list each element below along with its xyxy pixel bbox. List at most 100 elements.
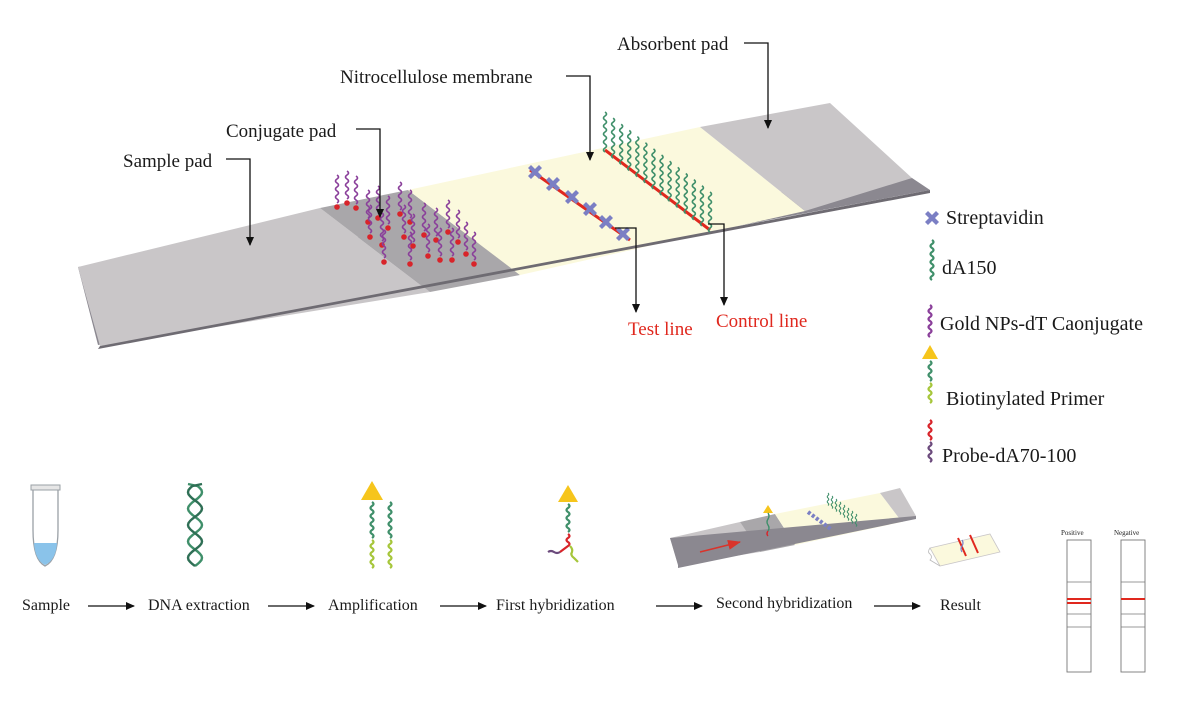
gold-conjugate-strand [433, 207, 439, 237]
da150-strand [610, 117, 616, 159]
step-result-label: Result [940, 597, 981, 614]
control-line-label: Control line [716, 311, 807, 332]
positive-strip: Positive [1061, 529, 1092, 673]
gold-conjugate-icon [927, 304, 933, 338]
gold-nanoparticle [407, 261, 413, 267]
gold-nanoparticle [367, 234, 373, 240]
mini-da150-strand [850, 510, 854, 524]
test-line-label: Test line [628, 319, 693, 340]
test-line [529, 168, 631, 242]
legend-da150: dA150 [929, 239, 996, 281]
sample-pad-pointer [226, 158, 254, 246]
mini-da150-strand [838, 501, 842, 515]
da150-strand [699, 185, 705, 227]
legend: Streptavidin dA150 Gold NPs-dT Caonjugat… [922, 207, 1143, 467]
sample-pad [78, 208, 430, 346]
streptavidin-marker [528, 165, 542, 179]
gold-conjugate-strand [437, 227, 443, 257]
primer-strand-tail-icon [927, 382, 933, 404]
gold-conjugate-strand [385, 195, 391, 225]
da150-strand [707, 191, 713, 233]
nitrocellulose-label: Nitrocellulose membrane [340, 67, 533, 88]
gold-nanoparticle [445, 229, 451, 235]
streptavidin-marker [616, 227, 630, 241]
strip-label-nitrocellulose: Nitrocellulose membrane [340, 67, 594, 161]
da150-strand [602, 111, 608, 153]
primer-strand-icon [927, 360, 933, 382]
step-dna-label: DNA extraction [148, 597, 250, 614]
gold-conjugate-strand [365, 189, 371, 219]
gold-nanoparticle [353, 205, 359, 211]
test-strip [78, 103, 930, 349]
gold-conjugate-strand [407, 189, 413, 219]
step-amplification-label: Amplification [328, 597, 418, 614]
gold-conjugate-strand [381, 229, 387, 259]
gold-conjugate-strand [407, 231, 413, 261]
da150-strand [635, 135, 640, 178]
first-hybridization-icon [547, 485, 579, 563]
gold-conjugate-strand [401, 204, 407, 234]
gold-nanoparticle [385, 225, 391, 231]
conjugate-pad-pointer [356, 128, 384, 218]
streptavidin-icon [925, 211, 939, 225]
gold-conjugate-strand [397, 181, 403, 211]
gold-nanoparticle [421, 232, 427, 238]
gold-conjugate-strand [410, 213, 416, 243]
gold-conjugate-strand [334, 174, 340, 204]
dna-strand [186, 482, 204, 567]
positive-label: Positive [1061, 529, 1084, 537]
dna-helix-icon [186, 482, 204, 567]
gold-nanoparticle [433, 237, 439, 243]
gold-nanoparticle [455, 239, 461, 245]
streptavidin-markers [528, 165, 630, 241]
gold-nanoparticle [344, 200, 350, 206]
gold-nanoparticle [463, 251, 469, 257]
da150-strand [659, 154, 664, 196]
da150-strand [683, 172, 689, 215]
da150-strand [667, 160, 672, 202]
legend-gold: Gold NPs-dT Caonjugate [927, 304, 1143, 338]
legend-streptavidin-label: Streptavidin [946, 207, 1044, 229]
mini-da150-strand [846, 507, 850, 521]
result-strip-icon [928, 533, 1001, 567]
legend-streptavidin: Streptavidin [925, 207, 1044, 229]
gold-conjugate-strand [463, 221, 469, 251]
control-line-pointer [708, 223, 728, 306]
gold-nanoparticle [410, 243, 416, 249]
mini-da150-strand [834, 498, 838, 512]
amplification-icon [361, 481, 393, 569]
step-first-hyb-label: First hybridization [496, 597, 615, 614]
gold-conjugates [334, 170, 477, 267]
legend-gold-label: Gold NPs-dT Caonjugate [940, 313, 1143, 335]
strip-label-absorbent-pad: Absorbent pad [617, 34, 772, 129]
dna-strand [186, 482, 204, 567]
test-line-pointer [615, 227, 640, 313]
da150-strand [643, 142, 648, 184]
gold-nanoparticle [449, 257, 455, 263]
probe-purple-icon [927, 441, 933, 463]
da150-strand [618, 123, 624, 165]
da150-icon [929, 239, 935, 281]
da150-strand [691, 179, 697, 221]
streptavidin-marker [546, 177, 560, 191]
strip-label-conjugate-pad: Conjugate pad [226, 121, 384, 218]
absorbent-pad-label: Absorbent pad [617, 34, 729, 55]
legend-primer: Biotinylated Primer [922, 345, 1105, 410]
legend-da150-label: dA150 [942, 257, 996, 279]
absorbent-pad [700, 103, 912, 211]
step-sample-label: Sample [22, 597, 70, 614]
gold-conjugate-strand [367, 204, 373, 234]
gold-conjugate-strand [421, 202, 427, 232]
streptavidin-marker [599, 215, 613, 229]
gold-nanoparticle [471, 261, 477, 267]
da150-strand [626, 129, 632, 172]
gold-conjugate-strand [471, 231, 477, 261]
positive-strip-body [1066, 539, 1092, 673]
gold-nanoparticle [334, 204, 340, 210]
negative-label: Negative [1114, 529, 1139, 537]
mini-da150-strand [830, 495, 834, 509]
gold-nanoparticle [397, 211, 403, 217]
gold-conjugate-strand [344, 170, 350, 200]
workflow: Sample DNA extraction Amplification Firs… [22, 481, 1146, 673]
streptavidin-marker [583, 202, 597, 216]
